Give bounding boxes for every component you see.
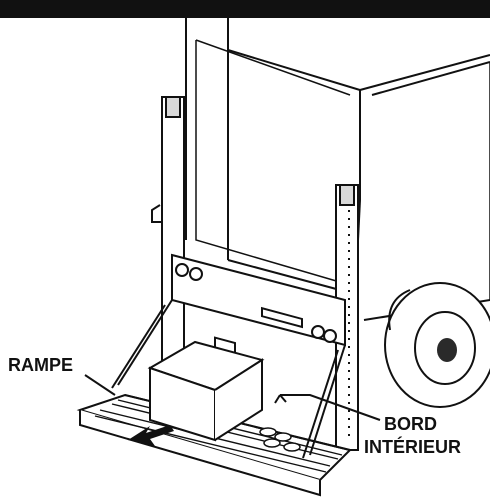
direction-arrow	[128, 425, 174, 446]
rear-wheel	[384, 282, 490, 408]
left-post	[151, 96, 185, 383]
leader-lines	[84, 374, 381, 421]
inboard-label-line1: BORD	[384, 414, 437, 434]
footprint-markers	[259, 427, 301, 452]
inboard-label-line2: INTÉRIEUR	[364, 436, 461, 457]
top-border-bar	[0, 0, 490, 18]
cross-beam	[171, 253, 346, 357]
support-arms	[111, 299, 346, 459]
cargo-box	[147, 340, 265, 442]
ramp-label: RAMPE	[8, 355, 73, 375]
